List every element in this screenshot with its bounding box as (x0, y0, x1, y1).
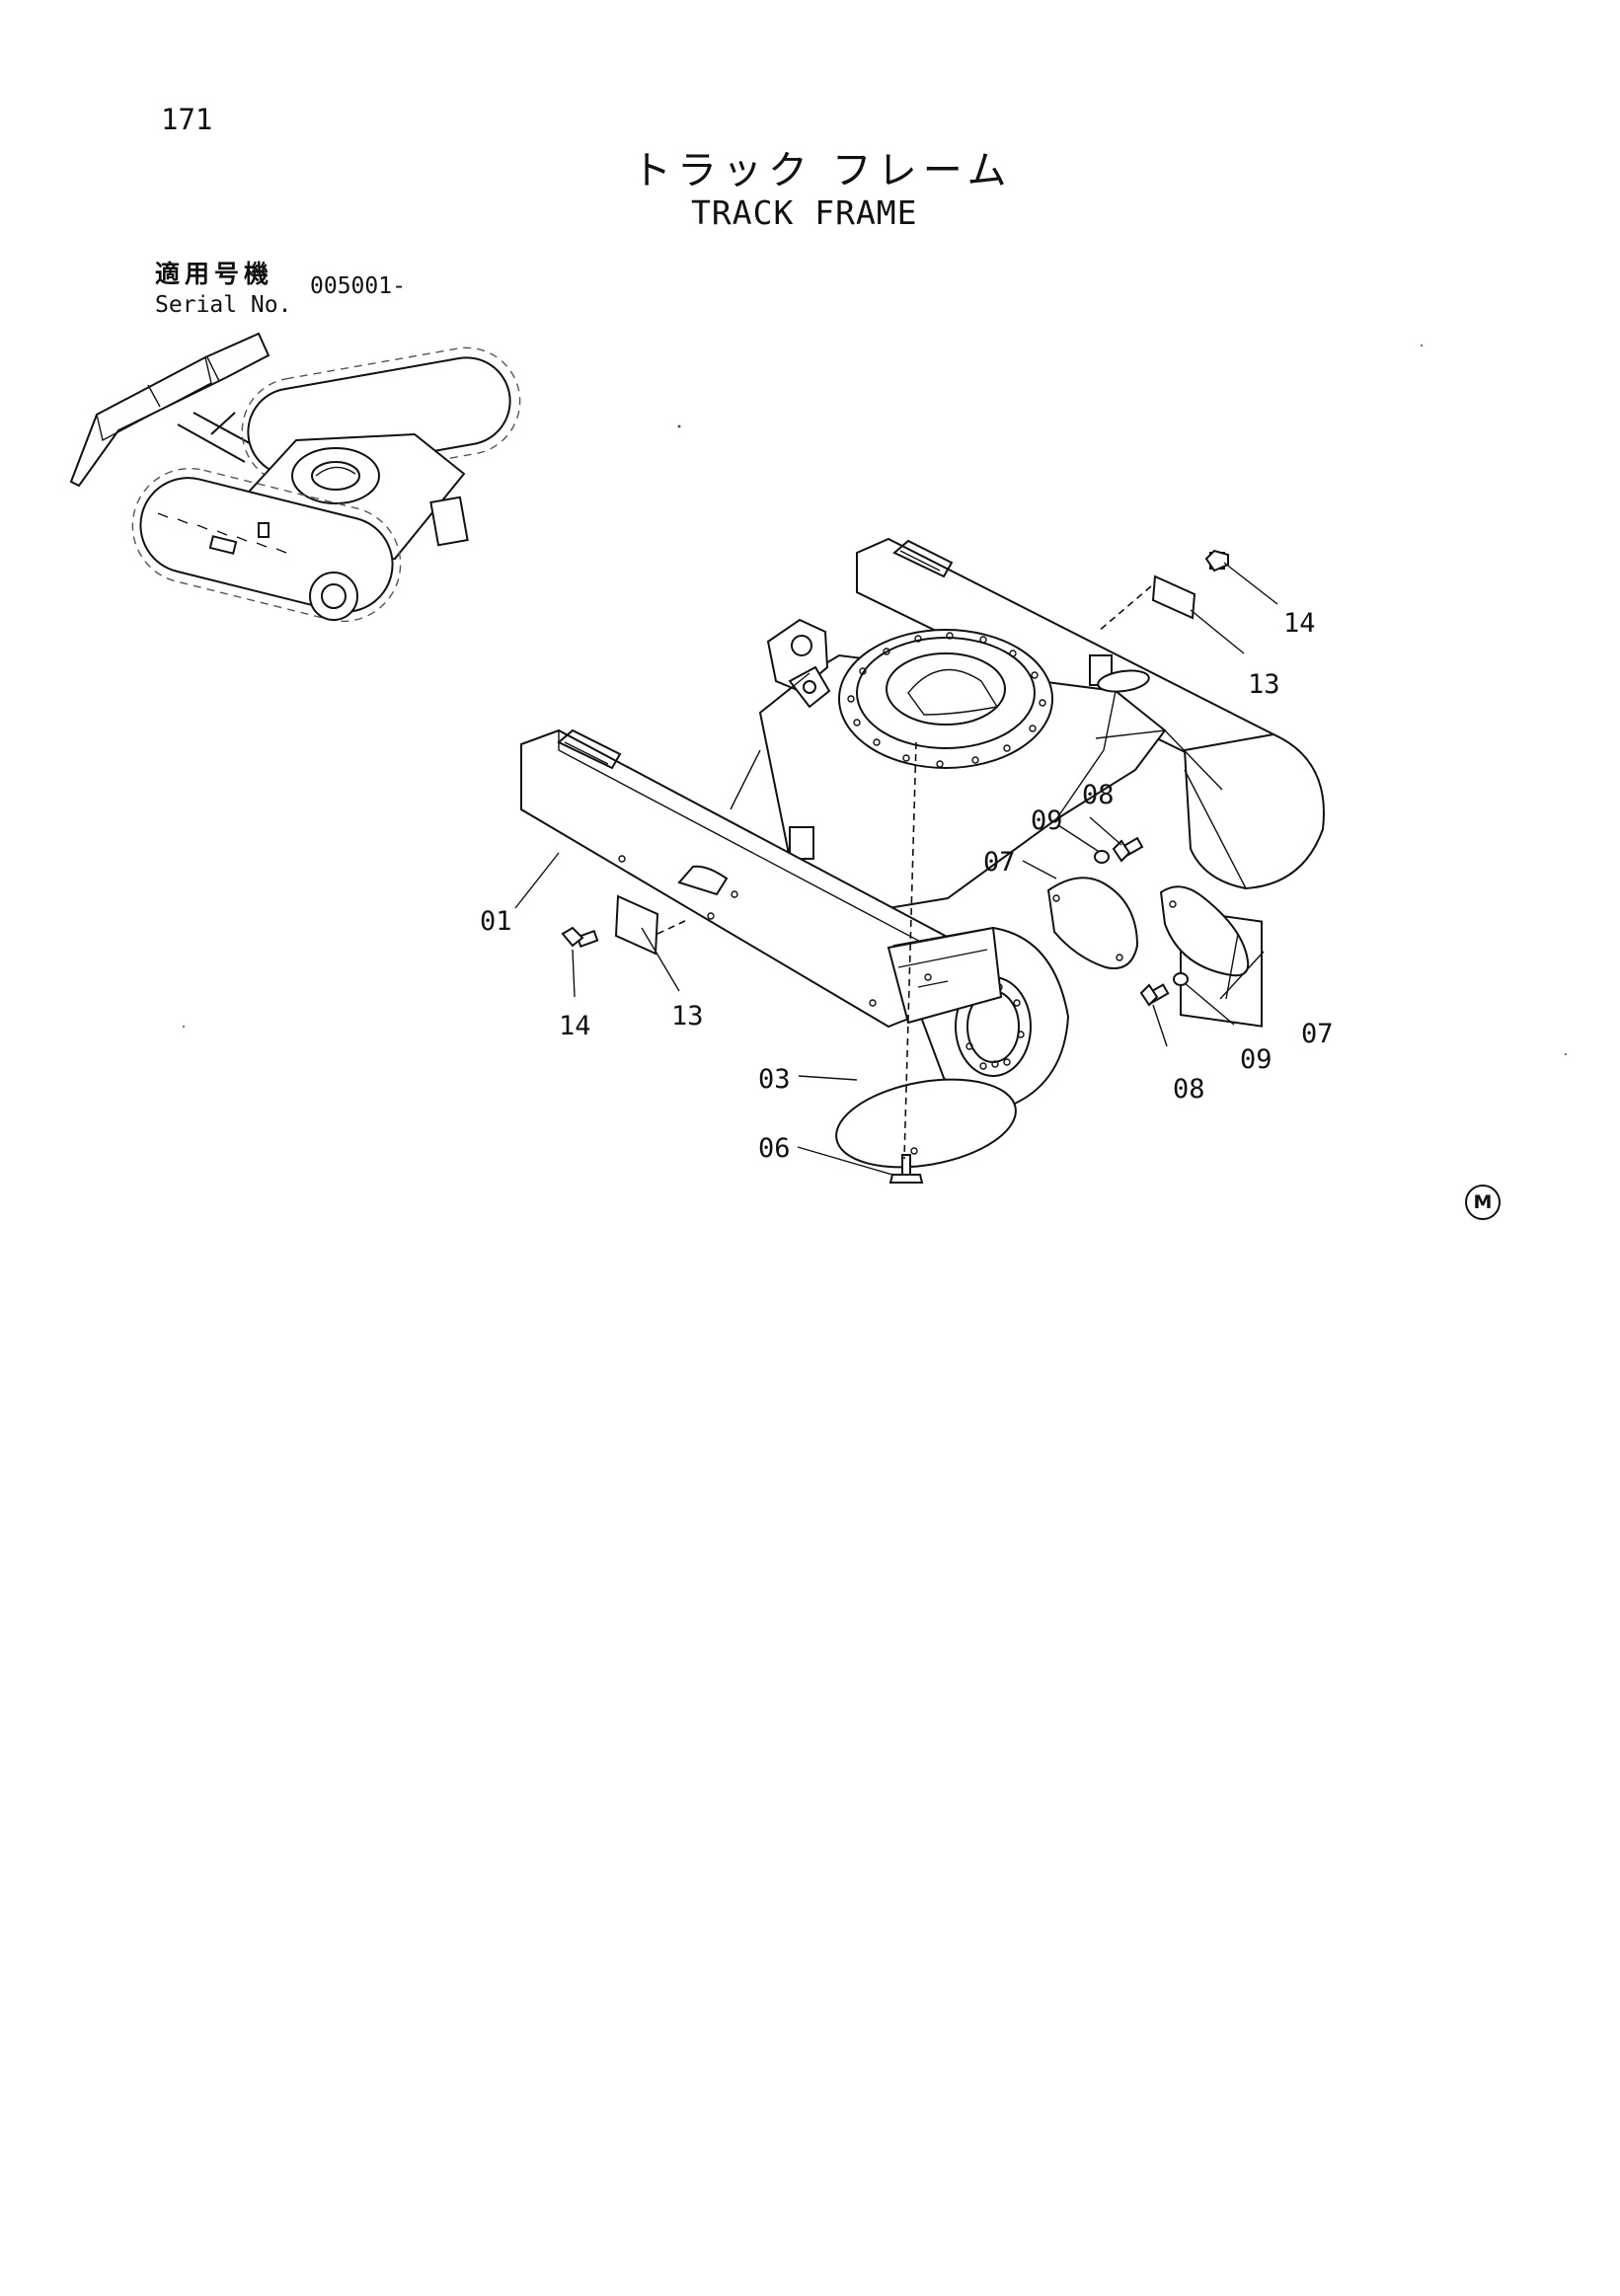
callout-13-lower: 13 (671, 1001, 704, 1032)
callout-14-lower: 14 (559, 1011, 591, 1041)
callout-06: 06 (758, 1133, 791, 1164)
part-09-washer-lower (1173, 972, 1189, 986)
part-13-plate-lower (614, 894, 659, 956)
side-access-hole (677, 865, 729, 896)
page-title-english: TRACK FRAME (691, 193, 918, 232)
part-09-washer-upper (1094, 850, 1110, 864)
far-idler-housing (1183, 732, 1325, 890)
callout-07-upper: 07 (983, 847, 1016, 878)
serial-label-japanese: 適用号機 (155, 260, 274, 288)
part-13-plate-upper (1151, 574, 1196, 620)
callout-14-upper: 14 (1283, 608, 1316, 639)
near-bracket-plate (887, 926, 1003, 1025)
dozer-blade (69, 332, 270, 488)
undercarriage-thumbnail (69, 332, 521, 623)
callout-13-upper: 13 (1248, 669, 1280, 700)
part-08-bolt-upper (1112, 836, 1144, 863)
callout-08-upper: 08 (1082, 780, 1115, 810)
m-mark-badge: M (1465, 1185, 1501, 1220)
part-08-bolt-lower (1139, 983, 1170, 1007)
callout-08-lower: 08 (1173, 1074, 1205, 1105)
part-06-bolt (888, 1154, 924, 1184)
part-07-cover-lower (1159, 885, 1250, 977)
part-14-bolt-lower (561, 926, 599, 949)
leader-lines (514, 562, 1278, 1176)
callout-03: 03 (758, 1064, 791, 1095)
page-number: 171 (161, 103, 213, 136)
serial-number-value: 005001- (310, 273, 406, 299)
part-03-under-cover (835, 1078, 1017, 1169)
callout-07-lower: 07 (1301, 1019, 1334, 1049)
page-title-japanese: トラック フレーム (632, 148, 1013, 193)
callout-09-upper: 09 (1031, 805, 1063, 836)
callout-01: 01 (480, 906, 512, 937)
part-07-cover-upper (1046, 877, 1139, 969)
serial-label-english: Serial No. (155, 292, 292, 318)
callout-09-lower: 09 (1240, 1044, 1273, 1075)
part-14-bolt-upper (1204, 549, 1229, 573)
ring-bolt-holes (847, 632, 1046, 768)
track-frame-assembly (520, 537, 1325, 1106)
assembly-line-03-06 (903, 741, 917, 1160)
